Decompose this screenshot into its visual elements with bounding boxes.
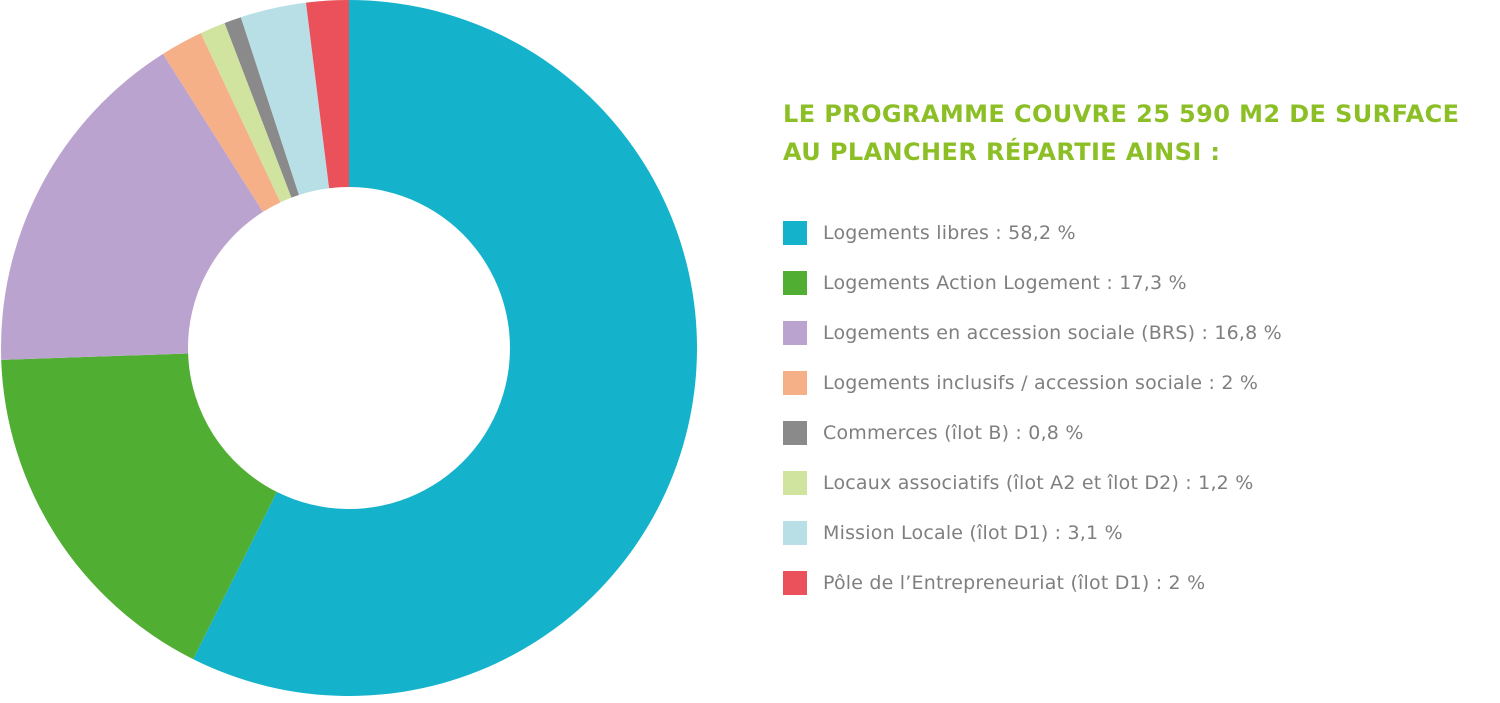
legend-item: Pôle de l’Entrepreneuriat (îlot D1) : 2 … xyxy=(783,558,1282,608)
chart-title-line-2: AU PLANCHER RÉPARTIE AINSI : xyxy=(783,138,1221,166)
legend-item: Logements Action Logement : 17,3 % xyxy=(783,258,1282,308)
legend-swatch xyxy=(783,571,807,595)
donut-slice-1 xyxy=(1,353,277,660)
legend-swatch xyxy=(783,371,807,395)
legend-swatch xyxy=(783,271,807,295)
legend-label: Logements Action Logement : 17,3 % xyxy=(823,272,1187,294)
legend-item: Locaux associatifs (îlot A2 et îlot D2) … xyxy=(783,458,1282,508)
legend-item: Mission Locale (îlot D1) : 3,1 % xyxy=(783,508,1282,558)
legend-label: Locaux associatifs (îlot A2 et îlot D2) … xyxy=(823,472,1254,494)
chart-title: LE PROGRAMME COUVRE 25 590 M2 DE SURFACE… xyxy=(783,95,1495,171)
legend-label: Logements inclusifs / accession sociale … xyxy=(823,372,1259,394)
legend-label: Logements libres : 58,2 % xyxy=(823,222,1076,244)
legend-swatch xyxy=(783,521,807,545)
chart-legend: Logements libres : 58,2 % Logements Actio… xyxy=(783,208,1282,608)
legend-item: Logements libres : 58,2 % xyxy=(783,208,1282,258)
donut-slice-7 xyxy=(305,0,349,189)
legend-item: Logements inclusifs / accession sociale … xyxy=(783,358,1282,408)
legend-swatch xyxy=(783,321,807,345)
donut-slice-2 xyxy=(1,53,263,360)
legend-label: Logements en accession sociale (BRS) : 1… xyxy=(823,322,1282,344)
donut-slice-5 xyxy=(224,17,299,198)
legend-swatch xyxy=(783,221,807,245)
donut-slice-4 xyxy=(200,22,292,203)
donut-slice-0 xyxy=(193,0,697,696)
donut-slice-6 xyxy=(240,2,330,195)
legend-swatch xyxy=(783,421,807,445)
legend-label: Commerces (îlot B) : 0,8 % xyxy=(823,422,1084,444)
legend-swatch xyxy=(783,471,807,495)
legend-item: Commerces (îlot B) : 0,8 % xyxy=(783,408,1282,458)
legend-label: Pôle de l’Entrepreneuriat (îlot D1) : 2 … xyxy=(823,572,1206,594)
chart-title-line-1: LE PROGRAMME COUVRE 25 590 M2 DE SURFACE xyxy=(783,100,1460,128)
legend-item: Logements en accession sociale (BRS) : 1… xyxy=(783,308,1282,358)
legend-label: Mission Locale (îlot D1) : 3,1 % xyxy=(823,522,1123,544)
donut-slice-3 xyxy=(163,33,281,212)
donut-chart xyxy=(1,0,697,696)
